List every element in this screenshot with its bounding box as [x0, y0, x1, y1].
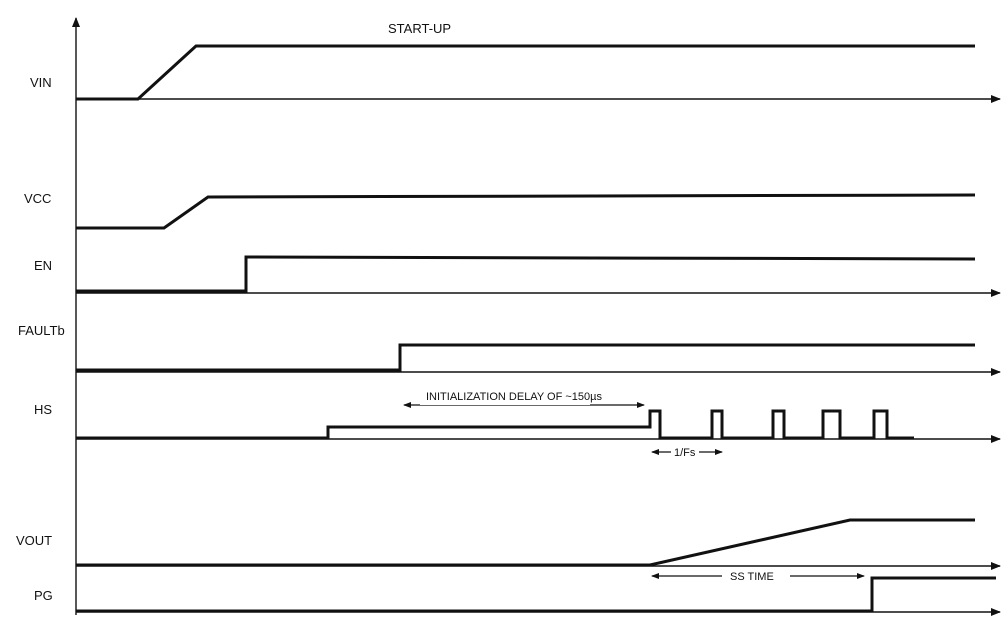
- signal-label-en: EN: [34, 258, 52, 273]
- period-label: 1/Fs: [674, 447, 696, 459]
- waveform-en: [76, 255, 976, 293]
- signal-label-pg: PG: [34, 588, 53, 603]
- init-delay-label: INITIALIZATION DELAY OF ~150µs: [426, 391, 602, 403]
- signal-label-vin: VIN: [30, 75, 52, 90]
- ss-time-label-bg: [722, 569, 790, 583]
- waveform-pg: [76, 576, 996, 613]
- signal-label-vout: VOUT: [16, 533, 52, 548]
- ss-time-label: SS TIME: [730, 571, 774, 583]
- period-label-bg: [671, 445, 699, 459]
- waveform-vcc: [76, 193, 976, 230]
- waveform-hs: [76, 409, 914, 440]
- signal-label-hs: HS: [34, 402, 52, 417]
- waveform-vout: [76, 518, 975, 567]
- diagram-title: START-UP: [388, 21, 451, 36]
- waveform-vin: [76, 44, 975, 101]
- init-delay-label-bg: [420, 390, 590, 405]
- waveform-faultb: [76, 343, 975, 372]
- signal-label-faultb: FAULTb: [18, 323, 65, 338]
- signal-label-vcc: VCC: [24, 191, 51, 206]
